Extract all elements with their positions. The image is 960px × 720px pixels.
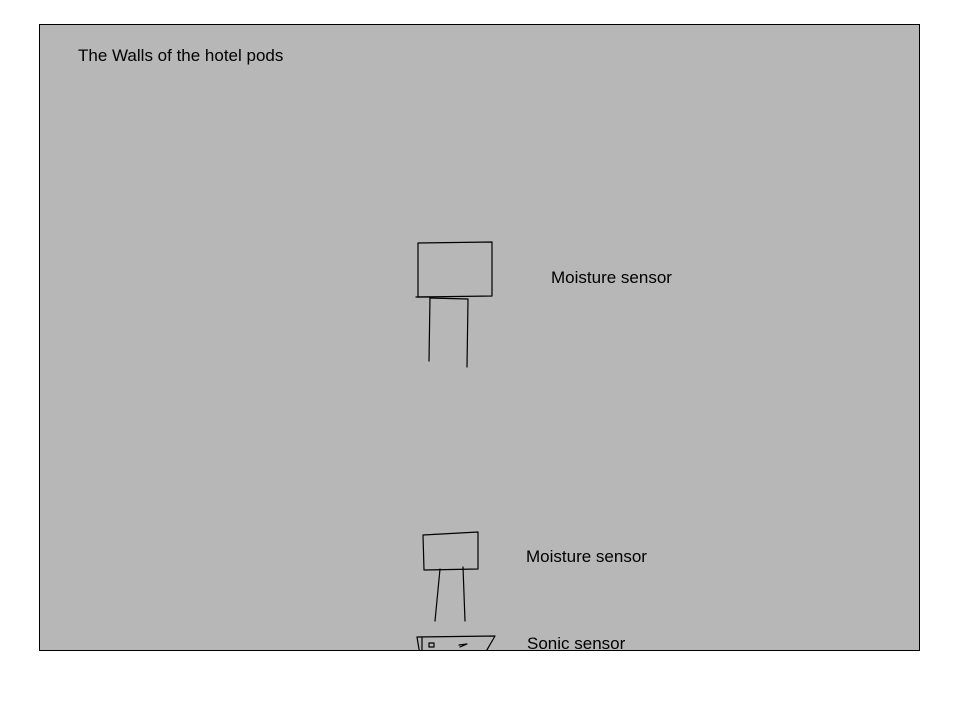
moisture-sensor-2-sketch xyxy=(422,531,479,622)
sonic-sensor-emitter xyxy=(458,643,468,648)
moisture-sensor-2-label: Moisture sensor xyxy=(526,547,647,566)
diagram-title: The Walls of the hotel pods xyxy=(78,46,284,65)
drawing-canvas: The Walls of the hotel pods Moisture sen… xyxy=(39,24,920,651)
sonic-sensor-label: Sonic sensor xyxy=(527,634,626,651)
moisture-sensor-1-label: Moisture sensor xyxy=(551,268,672,287)
moisture-sensor-2-probe-right xyxy=(462,566,466,622)
sonic-sensor-sketch xyxy=(416,635,496,650)
moisture-sensor-1-body xyxy=(417,241,493,298)
moisture-sensor-1-probe-left xyxy=(415,296,431,362)
moisture-sensor-1-probe-right xyxy=(429,297,469,368)
sonic-sensor-body xyxy=(416,635,496,650)
sketch-drawing xyxy=(415,241,496,650)
sonic-sensor-port xyxy=(428,642,435,648)
moisture-sensor-2-body xyxy=(422,531,479,571)
moisture-sensor-1-sketch xyxy=(415,241,493,368)
moisture-sensor-2-probe-left xyxy=(434,568,441,622)
